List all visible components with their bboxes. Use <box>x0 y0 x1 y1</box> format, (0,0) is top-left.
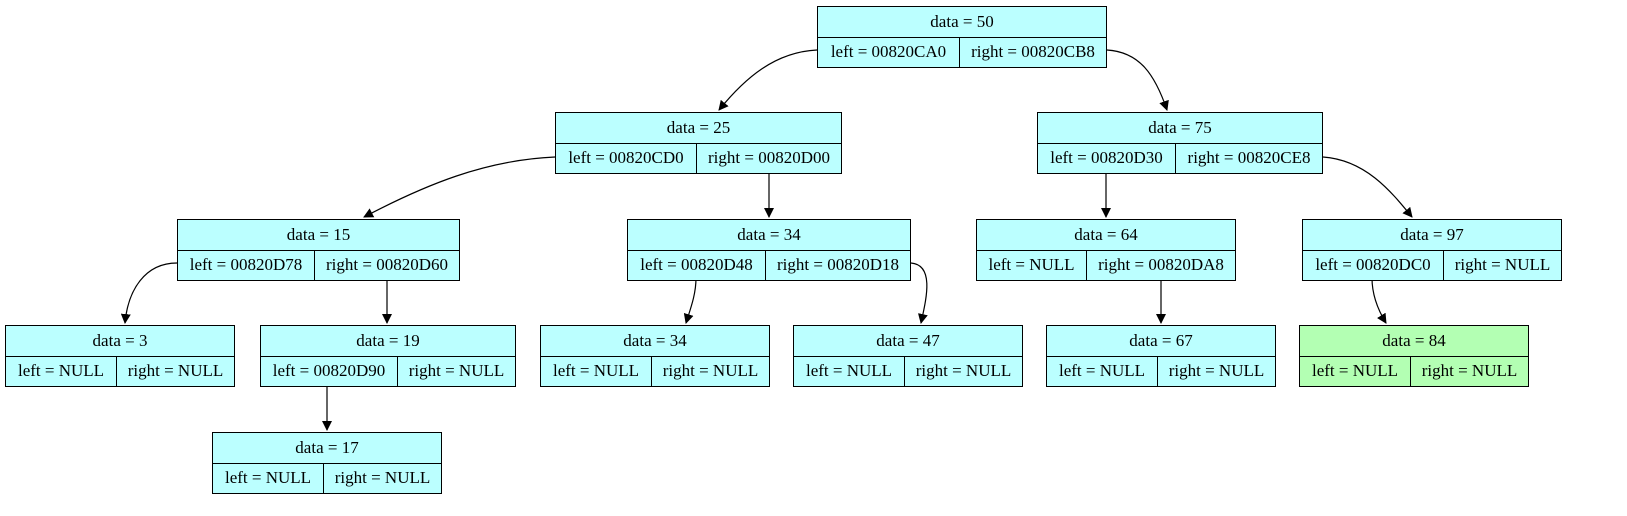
node-left-pointer: left = 00820D90 <box>261 356 398 386</box>
edge-n50-n75 <box>1106 49 1169 111</box>
node-data-label: data = 50 <box>818 7 1106 38</box>
node-data-label: data = 84 <box>1300 326 1528 357</box>
tree-node-34: data = 34 left = 00820D48 right = 00820D… <box>627 219 911 281</box>
node-left-pointer: left = 00820D78 <box>178 250 315 280</box>
node-right-pointer: right = 00820D60 <box>326 255 448 275</box>
tree-node-67: data = 67 left = NULL right = NULL <box>1046 325 1276 387</box>
node-left-pointer: left = NULL <box>6 356 117 386</box>
edge-n75-n97 <box>1322 156 1413 218</box>
node-right-pointer: right = NULL <box>1168 361 1265 381</box>
tree-node-34-leaf: data = 34 left = NULL right = NULL <box>540 325 770 387</box>
node-right-pointer: right = 00820CB8 <box>971 42 1095 62</box>
node-left-pointer: left = 00820D48 <box>628 250 766 280</box>
tree-node-97: data = 97 left = 00820DC0 right = NULL <box>1302 219 1562 281</box>
tree-node-47: data = 47 left = NULL right = NULL <box>793 325 1023 387</box>
node-right-pointer: right = NULL <box>334 468 431 488</box>
node-data-label: data = 34 <box>628 220 910 251</box>
node-data-label: data = 75 <box>1038 113 1322 144</box>
node-data-label: data = 25 <box>556 113 841 144</box>
node-right-pointer: right = NULL <box>127 361 224 381</box>
edge-n15-n3 <box>120 262 178 324</box>
node-left-pointer: left = NULL <box>541 356 652 386</box>
node-right-pointer: right = 00820D00 <box>708 148 830 168</box>
tree-node-50: data = 50 left = 00820CA0 right = 00820C… <box>817 6 1107 68</box>
tree-node-15: data = 15 left = 00820D78 right = 00820D… <box>177 219 460 281</box>
tree-node-19: data = 19 left = 00820D90 right = NULL <box>260 325 516 387</box>
node-right-pointer: right = 00820CE8 <box>1187 148 1311 168</box>
edge-n25-n15 <box>363 156 556 218</box>
node-right-pointer: right = NULL <box>408 361 505 381</box>
node-left-pointer: left = NULL <box>794 356 905 386</box>
node-left-pointer: left = 00820CD0 <box>556 143 697 173</box>
tree-node-3: data = 3 left = NULL right = NULL <box>5 325 235 387</box>
node-left-pointer: left = NULL <box>1047 356 1158 386</box>
node-data-label: data = 34 <box>541 326 769 357</box>
node-data-label: data = 64 <box>977 220 1235 251</box>
tree-node-17: data = 17 left = NULL right = NULL <box>212 432 442 494</box>
node-data-label: data = 15 <box>178 220 459 251</box>
tree-node-25: data = 25 left = 00820CD0 right = 00820D… <box>555 112 842 174</box>
node-data-label: data = 3 <box>6 326 234 357</box>
node-left-pointer: left = NULL <box>213 463 324 493</box>
node-right-pointer: right = NULL <box>1421 361 1518 381</box>
node-data-label: data = 97 <box>1303 220 1561 251</box>
node-left-pointer: left = 00820DC0 <box>1303 250 1444 280</box>
node-data-label: data = 19 <box>261 326 515 357</box>
edge-n97-n84 <box>1371 277 1387 324</box>
node-right-pointer: right = NULL <box>915 361 1012 381</box>
tree-node-75: data = 75 left = 00820D30 right = 00820C… <box>1037 112 1323 174</box>
edge-n34a-n34b <box>683 277 697 324</box>
node-right-pointer: right = 00820D18 <box>777 255 899 275</box>
node-left-pointer: left = 00820CA0 <box>818 37 960 67</box>
edge-n50-n25 <box>718 49 818 111</box>
node-right-pointer: right = NULL <box>662 361 759 381</box>
tree-node-84-highlighted: data = 84 left = NULL right = NULL <box>1299 325 1529 387</box>
node-data-label: data = 67 <box>1047 326 1275 357</box>
node-data-label: data = 17 <box>213 433 441 464</box>
node-right-pointer: right = NULL <box>1454 255 1551 275</box>
node-left-pointer: left = NULL <box>977 250 1087 280</box>
tree-node-64: data = 64 left = NULL right = 00820DA8 <box>976 219 1236 281</box>
node-left-pointer: left = 00820D30 <box>1038 143 1176 173</box>
node-right-pointer: right = 00820DA8 <box>1098 255 1224 275</box>
node-data-label: data = 47 <box>794 326 1022 357</box>
node-left-pointer: left = NULL <box>1300 356 1411 386</box>
edge-n34a-n47 <box>910 262 928 324</box>
